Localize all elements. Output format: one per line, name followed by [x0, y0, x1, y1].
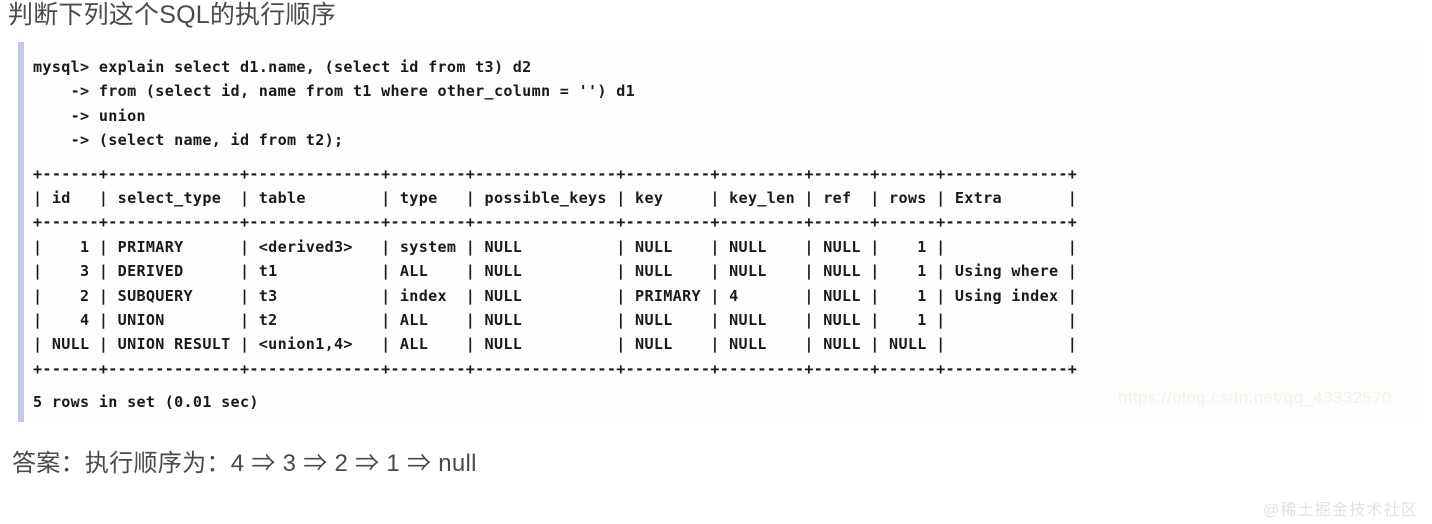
explain-result-table: +------+--------------+--------------+--…	[33, 164, 1078, 378]
result-footer: 5 rows in set (0.01 sec)	[33, 393, 259, 412]
page-title: 判断下列这个SQL的执行顺序	[8, 1, 336, 29]
sql-query-text: mysql> explain select d1.name, (select i…	[33, 58, 636, 150]
juejin-watermark: @稀土掘金技术社区	[1262, 502, 1418, 519]
spacer	[33, 381, 1422, 390]
code-block: mysql> explain select d1.name, (select i…	[18, 42, 1422, 422]
spacer	[33, 153, 1422, 162]
answer-text: 答案：执行顺序为：4 ⇒ 3 ⇒ 2 ⇒ 1 ⇒ null	[12, 450, 477, 477]
